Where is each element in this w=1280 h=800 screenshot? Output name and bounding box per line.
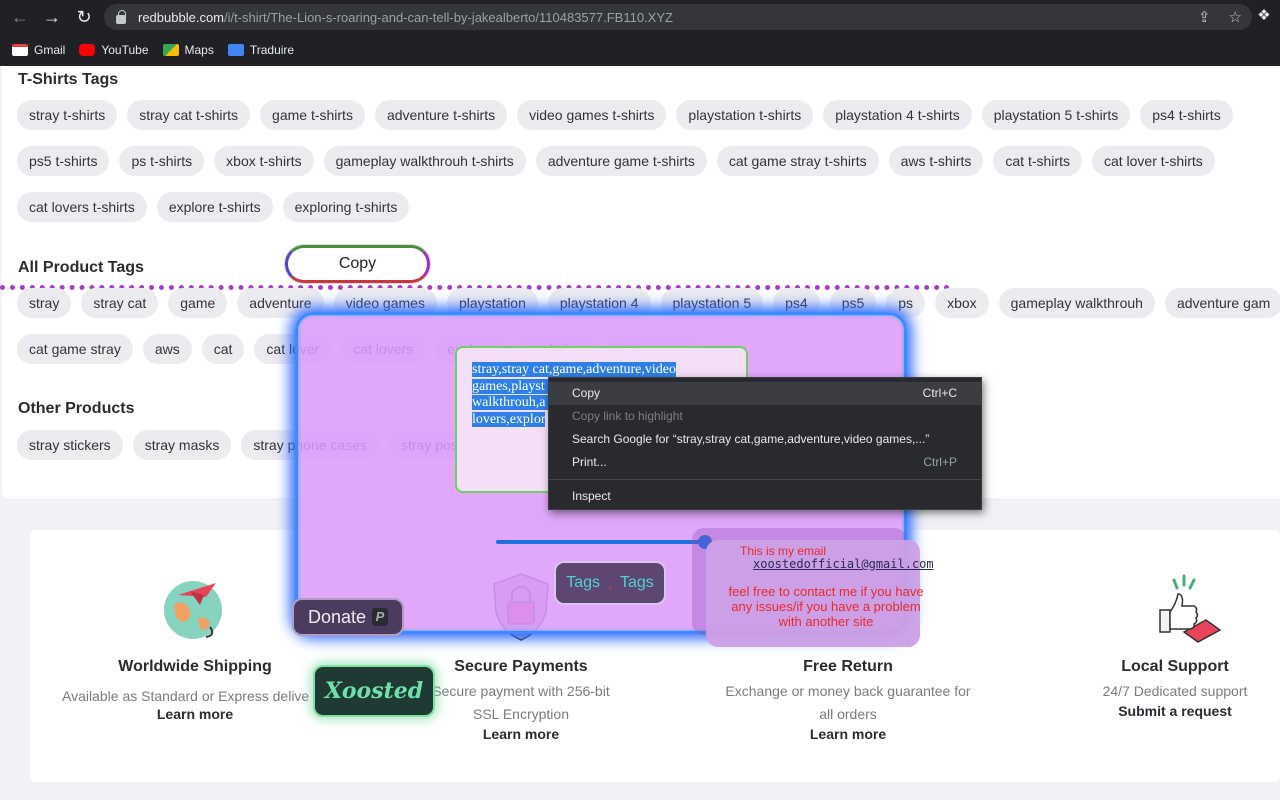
payments-learn-more-link[interactable]: Learn more [482,726,560,742]
tags-button[interactable]: Tags , Tags [554,561,666,605]
address-bar[interactable]: redbubble.com/i/t-shirt/The-Lion-s-roari… [104,4,1252,30]
tshirt-tag-chip[interactable]: ps5 t-shirts [17,146,110,176]
shipping-learn-more-link[interactable]: Learn more [156,706,234,722]
contact-panel [706,540,920,647]
product-tag-chip[interactable]: xbox [935,288,989,318]
extensions-puzzle-icon[interactable]: ❖ [1257,7,1271,24]
ctx-separator [549,479,981,480]
feature-local-support: Local Support 24/7 Dedicated support Sub… [1085,658,1265,719]
tshirt-tags-row-1: stray t-shirts stray cat t-shirts game t-s… [17,100,1233,130]
arrow-left-icon[interactable]: ← [11,6,29,27]
tshirt-tags-row-2: ps5 t-shirts ps t-shirts xbox t-shirts game… [17,146,1215,176]
dotted-divider [0,285,950,290]
product-tag-chip[interactable]: stray [17,288,72,318]
tshirt-tag-chip[interactable]: exploring t-shirts [282,192,410,222]
other-product-chip[interactable]: stray masks [132,430,232,460]
feature-worldwide-shipping: Worldwide Shipping [118,658,272,675]
tshirt-tag-chip[interactable]: playstation t-shirts [676,100,814,130]
share-icon[interactable]: ⇪ [1197,9,1211,26]
ctx-copy[interactable]: Copy Ctrl+C [549,382,981,405]
feature-free-return: Free Return Exchange or money back guara… [718,658,978,742]
context-menu: Copy Ctrl+C Copy link to highlight Searc… [548,377,982,510]
tshirt-tag-chip[interactable]: ps t-shirts [119,146,205,176]
tshirt-tag-chip[interactable]: game t-shirts [260,100,365,130]
ctx-copy-link-highlight: Copy link to highlight [572,409,683,423]
tshirt-tag-chip[interactable]: stray t-shirts [17,100,118,130]
bookmark-youtube[interactable]: YouTube [79,43,149,57]
feature-secure-payments: Secure Payments Secure payment with 256-… [420,658,622,742]
bookmark-traduire[interactable]: Traduire [227,43,294,57]
maps-icon [162,44,179,56]
translate-icon [227,44,244,56]
product-tag-chip[interactable]: aws [142,334,192,364]
donate-button[interactable]: Donate P [292,598,404,636]
feature-shipping-link-wrap: Learn more [105,706,285,722]
tshirt-tag-chip[interactable]: explore t-shirts [156,192,273,222]
bookmark-gmail[interactable]: Gmail [12,43,65,57]
gmail-icon [12,44,28,56]
bookmarks-bar: Gmail YouTube Maps Traduire [0,34,1280,66]
other-product-chip[interactable]: stray stickers [17,430,123,460]
tshirt-tag-chip[interactable]: cat lover t-shirts [1091,146,1215,176]
tshirt-tag-chip[interactable]: cat lovers t-shirts [17,192,147,222]
arrow-right-icon[interactable]: → [43,6,61,27]
tshirt-tag-chip[interactable]: cat t-shirts [993,146,1082,176]
product-tag-chip[interactable]: cat game stray [17,334,133,364]
ctx-inspect[interactable]: Inspect [572,489,611,503]
product-tag-chip[interactable]: stray cat [81,288,159,318]
tshirt-tag-chip[interactable]: ps4 t-shirts [1140,100,1233,130]
email-note: feel free to contact me if you have any … [728,584,924,629]
product-tag-chip[interactable]: game [168,288,228,318]
tshirt-tag-chip[interactable]: gameplay walkthrouh t-shirts [323,146,526,176]
xoosted-logo[interactable]: Xoosted [313,665,435,717]
lock-icon [116,9,126,24]
paypal-icon: P [372,608,389,626]
tshirt-tag-chip[interactable]: cat game stray t-shirts [716,146,879,176]
email-link[interactable]: xoostedofficial@gmail.com [753,557,934,571]
tshirt-tag-chip[interactable]: playstation 4 t-shirts [823,100,972,130]
submit-request-link[interactable]: Submit a request [1118,703,1232,719]
tshirt-tag-chip[interactable]: video games t-shirts [517,100,667,130]
copy-tags-button[interactable]: Copy [285,245,430,283]
tshirt-tag-chip[interactable]: adventure game t-shirts [535,146,707,176]
youtube-icon [79,44,96,56]
product-tag-chip[interactable]: ps [886,288,926,318]
product-tag-chip[interactable]: adventure gam [1164,288,1280,318]
thumbs-up-icon [1159,574,1222,643]
tshirt-tag-chip[interactable]: playstation 5 t-shirts [981,100,1131,130]
tshirt-tags-row-3: cat lovers t-shirts explore t-shirts explo… [17,192,410,222]
ctx-search-google[interactable]: Search Google for “stray,stray cat,game,… [572,432,930,446]
bookmark-maps[interactable]: Maps [162,43,214,57]
other-products-title: Other Products [18,400,135,417]
feature-shipping-desc: Available as Standard or Express delive [62,688,310,704]
tshirt-tag-chip[interactable]: aws t-shirts [888,146,984,176]
reload-icon[interactable]: ↻ [76,6,92,27]
star-icon[interactable]: ☆ [1228,9,1242,26]
return-learn-more-link[interactable]: Learn more [809,726,887,742]
tshirt-tag-chip[interactable]: stray cat t-shirts [127,100,251,130]
opacity-slider-track[interactable] [496,540,706,544]
all-product-tags-title: All Product Tags [18,259,144,276]
tshirt-tags-title: T-Shirts Tags [18,71,119,88]
email-intro: This is my email [740,544,827,558]
tshirt-tag-chip[interactable]: xbox t-shirts [214,146,314,176]
url-text[interactable]: redbubble.com/i/t-shirt/The-Lion-s-roari… [138,9,673,25]
product-tag-chip[interactable]: cat [201,334,245,364]
tshirt-tag-chip[interactable]: adventure t-shirts [374,100,508,130]
product-tag-chip[interactable]: gameplay walkthrouh [998,288,1155,318]
ctx-print[interactable]: Print... Ctrl+P [572,455,957,469]
browser-toolbar: ← → ↻ redbubble.com/i/t-shirt/The-Lion-s… [0,0,1280,34]
airplane-globe-icon [164,581,222,639]
